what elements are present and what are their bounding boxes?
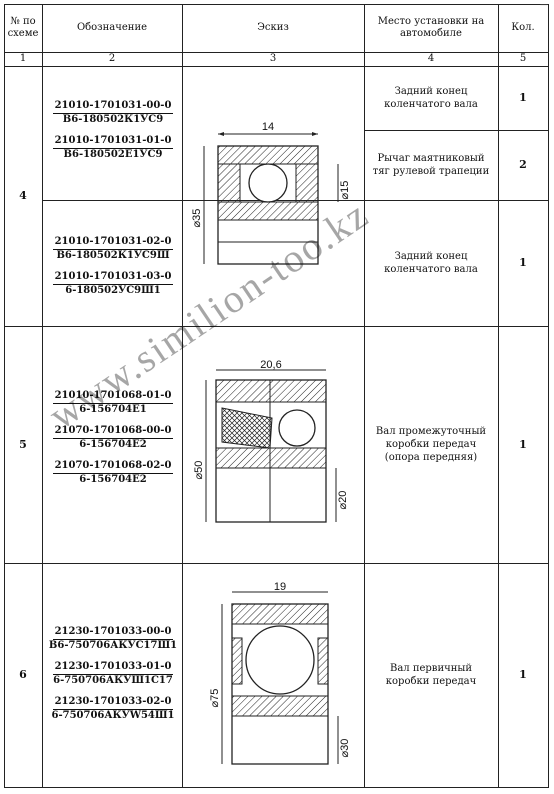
row4-place-split-line (364, 130, 549, 131)
colnum-5: 5 (519, 52, 527, 64)
row5-number: 5 (19, 437, 27, 451)
row4-qty-3: 1 (519, 256, 527, 270)
dim-width: 14 (262, 121, 274, 133)
colnum-4: 4 (427, 52, 435, 64)
bearing-table: № по схеме Обозначение Эскиз Место устан… (4, 4, 549, 788)
header-install-place: Место установки на автомобиле (377, 15, 485, 40)
row4-number: 4 (19, 189, 27, 203)
colnum-bottom-line (4, 66, 549, 67)
code-primary: 21010-1701031-03-0 (52, 271, 174, 285)
col3-divider (364, 4, 365, 788)
table-border-left (4, 4, 5, 788)
code-secondary: 6-156704Е1 (79, 403, 147, 415)
row4-qty-1: 1 (519, 91, 527, 105)
header-bottom-line (4, 52, 549, 53)
bearing-sketch-row4: 14 ⌀35 ⌀15 (191, 121, 351, 265)
code-secondary: 6-156704Е2 (79, 438, 147, 450)
row6-number: 6 (19, 668, 27, 682)
colnum-2: 2 (108, 52, 116, 64)
dim-inner: ⌀15 (339, 181, 351, 200)
corner-mark: — (540, 0, 548, 9)
row5-bottom-line (4, 563, 549, 564)
code-primary: 21230-1701033-01-0 (52, 661, 174, 675)
code-primary: 21230-1701033-00-0 (52, 626, 174, 640)
table-border-top (4, 4, 549, 5)
code-secondary: В6-750706АКУС17Ш1 (48, 639, 178, 651)
header-qty: Кол. (511, 21, 535, 33)
col4-divider (498, 4, 499, 788)
code-primary: 21010-1701068-01-0 (52, 390, 174, 404)
dim-width: 19 (274, 581, 286, 593)
col2-divider (182, 4, 183, 788)
dim-width: 20,6 (260, 359, 281, 371)
code-secondary: 6-180502УС9Ш1 (65, 284, 161, 296)
bearing-sketch-row5: 20,6 ⌀50 ⌀20 (193, 359, 349, 523)
code-secondary: В6-180502К1УС9Ш (56, 249, 170, 261)
code-secondary: В6-180502К1УС9 (62, 113, 164, 125)
dim-outer: ⌀50 (193, 461, 205, 480)
row6-place: Вал первичный коробки передач (385, 663, 477, 687)
bearing-sketch-row6: 19 ⌀75 ⌀30 (209, 581, 351, 765)
colnum-3: 3 (269, 52, 277, 64)
dim-inner: ⌀30 (339, 739, 351, 758)
row4-bottom-line (4, 326, 549, 327)
dim-outer: ⌀35 (191, 209, 203, 228)
code-primary: 21010-1701031-00-0 (52, 100, 174, 114)
code-primary: 21010-1701031-01-0 (52, 135, 174, 149)
code-primary: 21230-1701033-02-0 (52, 696, 174, 710)
code-primary: 21070-1701068-02-0 (52, 460, 174, 474)
header-designation: Обозначение (76, 21, 148, 33)
row4-place-3: Задний конец коленчатого вала (384, 251, 478, 275)
row4-qty-2: 2 (519, 158, 527, 172)
code-secondary: 6-750706АКУW54Ш1 (51, 709, 175, 721)
row5-place: Вал промежуточный коробки передач (опора… (375, 426, 487, 463)
colnum-1: 1 (19, 52, 27, 64)
row4-place-2: Рычаг маятниковый тяг рулевой трапеции (372, 153, 490, 177)
code-primary: 21010-1701031-02-0 (52, 236, 174, 250)
dim-outer: ⌀75 (209, 689, 221, 708)
table-border-right (548, 4, 549, 788)
table-border-bottom (4, 787, 549, 788)
row4-place-1: Задний конец коленчатого вала (384, 86, 478, 110)
row6-qty: 1 (519, 668, 527, 682)
row5-qty: 1 (519, 437, 527, 451)
col1-divider (42, 4, 43, 788)
code-secondary: В6-180502Е1УС9 (63, 148, 163, 160)
header-scheme-no: № по схеме (7, 15, 39, 40)
header-sketch: Эскиз (257, 21, 289, 33)
code-secondary: 6-156704Е2 (79, 473, 147, 485)
code-primary: 21070-1701068-00-0 (52, 425, 174, 439)
dim-inner: ⌀20 (337, 491, 349, 510)
code-secondary: 6-750706АКУШ1С17 (53, 674, 173, 686)
